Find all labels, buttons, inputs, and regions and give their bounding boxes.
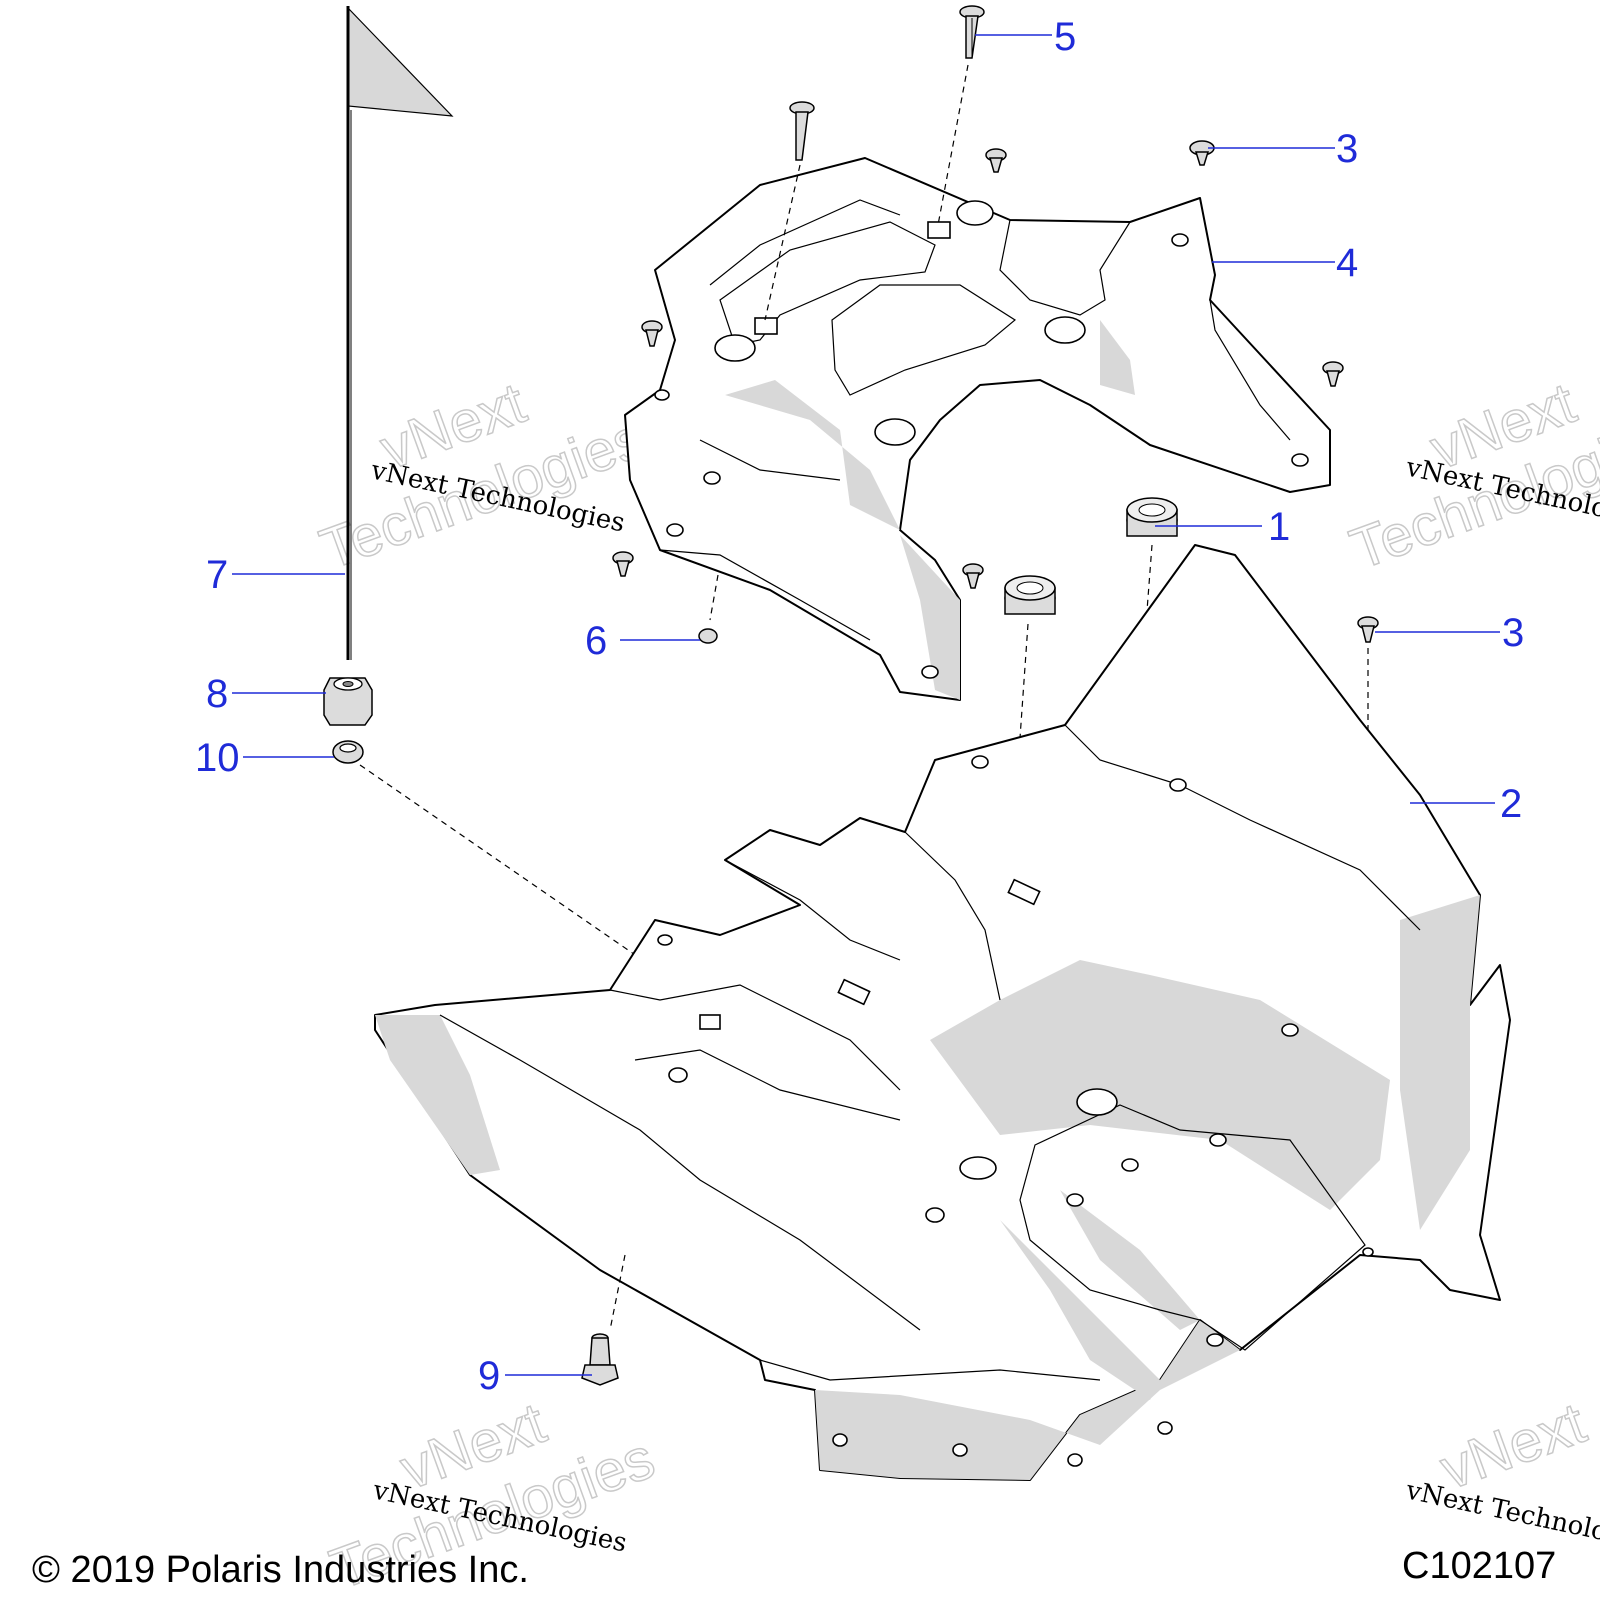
callout-1: 1 — [1155, 505, 1290, 549]
long-screw-part-2 — [764, 101, 815, 321]
callout-label: 3 — [1336, 127, 1358, 171]
callout-9: 9 — [478, 1354, 592, 1398]
upper-fender-part — [624, 157, 1331, 701]
callout-3-upper: 3 — [1208, 127, 1358, 171]
callout-label: 1 — [1268, 505, 1290, 549]
whip-flag-part — [346, 6, 454, 660]
callout-label: 3 — [1502, 611, 1524, 655]
figure-code: C102107 — [1402, 1545, 1556, 1587]
long-screw-part — [937, 5, 985, 226]
callout-8: 8 — [206, 672, 326, 716]
callout-4: 4 — [1212, 241, 1358, 285]
callout-label: 7 — [206, 553, 228, 597]
callout-3-lower: 3 — [1375, 611, 1524, 655]
callout-7: 7 — [206, 553, 345, 597]
clip-nut-part — [698, 574, 719, 644]
lower-fender-part — [374, 544, 1511, 1481]
callout-10: 10 — [195, 736, 334, 780]
watermark-right-top: vNext Technologies vNext Technologies — [1341, 370, 1600, 583]
flag-mount-part — [323, 677, 373, 726]
bolt-part — [581, 1254, 626, 1386]
watermark-left-top: vNext Technologies vNext Technologies — [311, 370, 653, 583]
watermark-right-bottom: vNext vNext Technologies — [1403, 1390, 1600, 1559]
callout-label: 8 — [206, 672, 228, 716]
callout-label: 10 — [195, 736, 240, 780]
callout-label: 9 — [478, 1354, 500, 1398]
callout-label: 6 — [585, 619, 607, 663]
callout-label: 4 — [1336, 241, 1358, 285]
copyright-text: © 2019 Polaris Industries Inc. — [32, 1549, 529, 1591]
callout-6: 6 — [585, 619, 700, 663]
nut-part — [332, 740, 364, 764]
callout-label: 5 — [1054, 15, 1076, 59]
nut-dashed-path — [359, 764, 716, 1011]
callout-5: 5 — [975, 15, 1076, 59]
callout-2: 2 — [1410, 782, 1522, 826]
callout-label: 2 — [1500, 782, 1522, 826]
